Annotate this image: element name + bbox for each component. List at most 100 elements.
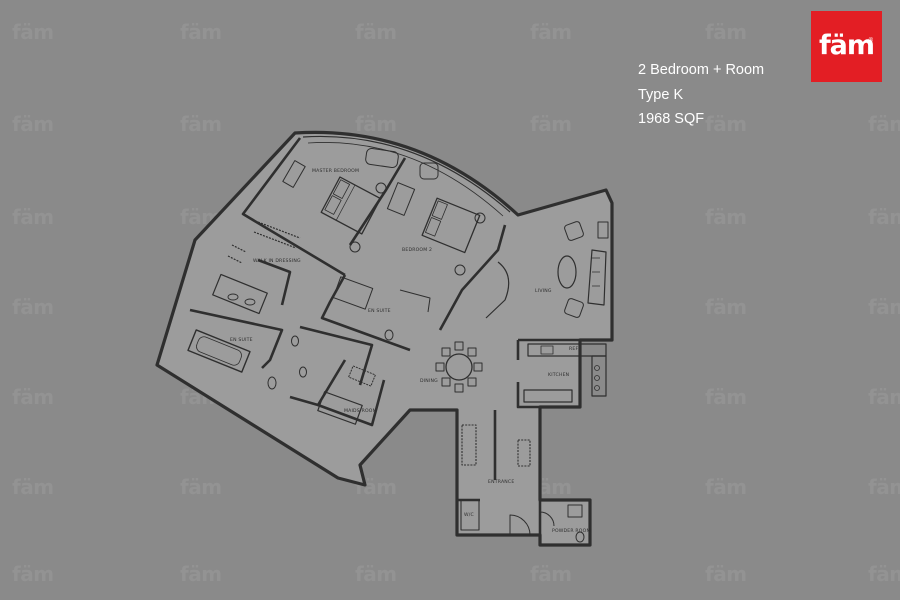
watermark-logo: fäm — [868, 385, 900, 409]
label-fridge: REF — [569, 346, 578, 352]
watermark-logo: fäm — [12, 562, 54, 586]
lamp-icon — [349, 241, 361, 253]
feature-wall — [485, 261, 510, 319]
coffee-table — [557, 255, 577, 289]
watermark-logo: fäm — [705, 385, 747, 409]
watermark-logo: fäm — [180, 475, 222, 499]
watermark-logo: fäm — [868, 562, 900, 586]
en-suite-bath — [332, 276, 374, 310]
watermark-logo: fäm — [868, 112, 900, 136]
sink-icon — [244, 298, 256, 306]
label-walk-in-dressing: WALK IN DRESSING — [253, 258, 301, 264]
unit-title: 2 Bedroom + Room — [638, 62, 765, 78]
watermark-logo: fäm — [355, 562, 397, 586]
closet — [348, 365, 376, 387]
label-living: LIVING — [535, 288, 552, 294]
fam-logo: fäm ® — [811, 11, 882, 82]
label-maids-room: MAIDS ROOM — [344, 408, 377, 414]
label-en-suite-1: EN SUITE — [230, 337, 253, 343]
watermark-logo: fäm — [868, 205, 900, 229]
toilet-icon — [575, 531, 585, 543]
toilet-icon — [299, 366, 307, 378]
master-bed — [320, 176, 382, 235]
watermark-logo: fäm — [530, 562, 572, 586]
watermark-logo: fäm — [180, 20, 222, 44]
watermark-logo: fäm — [705, 562, 747, 586]
lamp-icon — [474, 212, 486, 224]
curved-facade — [302, 135, 511, 213]
glass-partition — [399, 289, 431, 313]
storage-unit — [461, 424, 477, 466]
watermark-logo: fäm — [868, 475, 900, 499]
lamp-icon — [454, 264, 466, 276]
watermark-logo: fäm — [12, 475, 54, 499]
watermark-logo: fäm — [530, 20, 572, 44]
media-unit — [597, 221, 609, 239]
label-bedroom-2: BEDROOM 2 — [402, 247, 432, 253]
lamp-icon — [375, 182, 387, 194]
bench — [282, 160, 306, 188]
curved-facade-inner — [307, 142, 504, 217]
toilet-icon — [291, 335, 299, 347]
unit-type: Type K — [638, 86, 684, 103]
sink-icon — [384, 329, 394, 341]
watermark-logo: fäm — [12, 112, 54, 136]
label-master-bedroom: MASTER BEDROOM — [312, 168, 359, 174]
sofa — [365, 147, 399, 169]
kitchen-counter — [527, 343, 607, 357]
label-entrance: ENTRANCE — [488, 479, 514, 485]
watermark-logo: fäm — [355, 112, 397, 136]
watermark-logo: fäm — [12, 295, 54, 319]
kitchen-counter-side — [591, 355, 607, 397]
interior-walls — [189, 137, 612, 535]
watermark-logo: fäm — [12, 205, 54, 229]
watermark-logo: fäm — [705, 205, 747, 229]
hob-icon — [594, 385, 600, 391]
desk — [386, 182, 416, 216]
armchair — [564, 221, 584, 241]
shower — [212, 273, 268, 315]
living-sofa — [587, 249, 607, 306]
dining-table — [445, 353, 473, 381]
bedroom-2-bed — [421, 197, 481, 254]
kitchen-island — [523, 389, 573, 403]
watermark-logo: fäm — [705, 20, 747, 44]
label-powder-room: POWDER ROOM — [552, 528, 591, 534]
watermark-logo: fäm — [705, 112, 747, 136]
dining-chairs — [435, 341, 483, 393]
hob-icon — [594, 365, 600, 371]
maids-bed — [317, 391, 363, 425]
watermark-logo: fäm — [180, 112, 222, 136]
floor-area — [155, 130, 614, 547]
unit-area: 1968 SQF — [638, 111, 705, 127]
closet-shelves — [227, 221, 301, 264]
watermark-logo: fäm — [355, 20, 397, 44]
watermark-logo: fäm — [705, 475, 747, 499]
hob-icon — [594, 375, 600, 381]
watermark-logo: fäm — [868, 295, 900, 319]
entry-door — [509, 514, 531, 536]
watermark-logo: fäm — [180, 562, 222, 586]
unit-info: 2 Bedroom + Room Type K 1968 SQF — [638, 58, 764, 132]
label-en-suite-2: EN SUITE — [368, 308, 391, 314]
label-dining: DINING — [420, 378, 438, 384]
watermark-logo: fäm — [705, 295, 747, 319]
powder-door — [539, 511, 555, 527]
sink-icon — [227, 293, 239, 301]
wc-closet — [460, 499, 480, 531]
powder-sink — [567, 504, 583, 518]
watermark-logo: fäm — [12, 20, 54, 44]
label-wc: W/C — [464, 512, 474, 518]
sink-icon — [540, 345, 554, 355]
armchair — [564, 298, 584, 318]
watermark-logo: fäm — [12, 385, 54, 409]
watermark-logo: fäm — [530, 112, 572, 136]
logo-text: fäm — [818, 30, 875, 61]
label-kitchen: KITCHEN — [548, 372, 569, 378]
toilet-icon — [267, 376, 277, 390]
registered-mark: ® — [868, 38, 873, 44]
armchair — [419, 162, 439, 180]
bathtub — [187, 329, 251, 373]
